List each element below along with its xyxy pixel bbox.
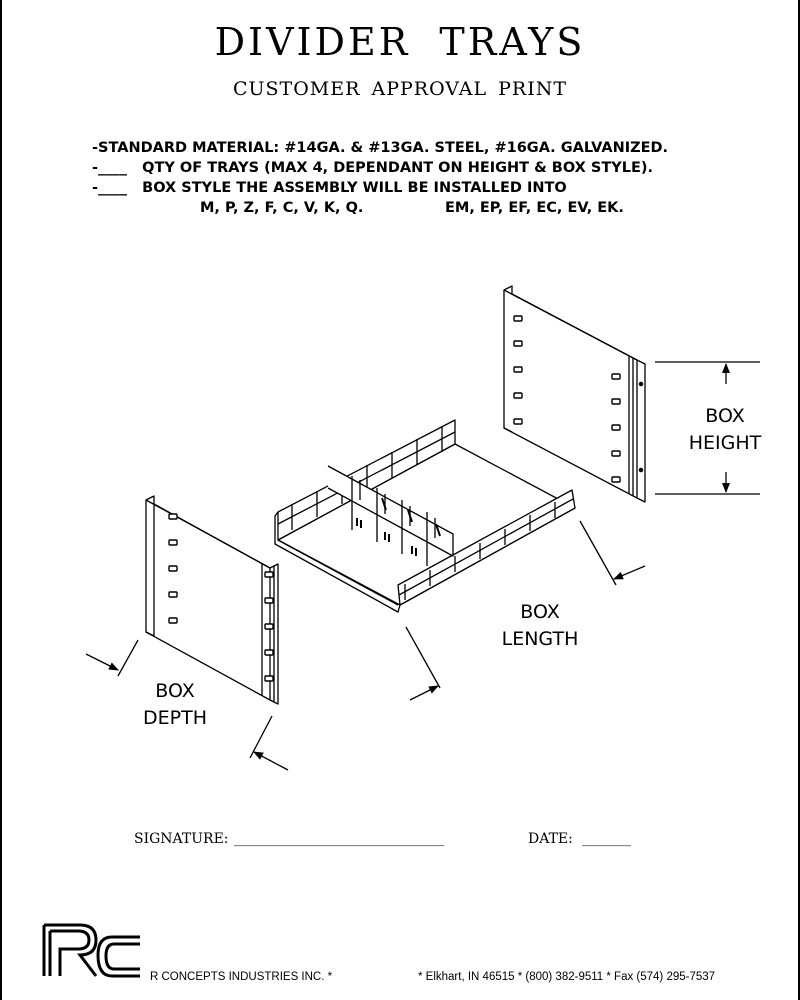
footer-contact: * Elkhart, IN 46515 * (800) 382-9511 * F…: [418, 971, 716, 983]
spec-styles-extended: EM, EP, EF, EC, EV, EK.: [445, 200, 624, 216]
page-title: DIVIDER TRAYS: [214, 20, 586, 64]
label-box-depth: BOX DEPTH: [143, 680, 207, 729]
label-box-height: BOX HEIGHT: [688, 405, 762, 454]
dimension-box-length: [405, 520, 646, 701]
right-end-panel: [503, 285, 646, 503]
signature-line[interactable]: ______________________________: [234, 831, 444, 847]
dimension-box-height: [655, 361, 760, 495]
divider-tray: [274, 419, 576, 613]
dimension-box-depth: [85, 639, 289, 771]
footer-company: R CONCEPTS INDUSTRIES INC. *: [150, 971, 333, 983]
date-line[interactable]: _______: [582, 831, 631, 847]
page-subtitle: CUSTOMER APPROVAL PRINT: [232, 78, 568, 100]
spec-box-style: -____ BOX STYLE THE ASSEMBLY WILL BE INS…: [92, 180, 567, 196]
left-end-panel: [145, 495, 279, 705]
spec-styles-standard: M, P, Z, F, C, V, K, Q.: [200, 200, 364, 216]
date-label: DATE:: [528, 831, 573, 847]
rc-logo: [42, 923, 140, 978]
signature-label: SIGNATURE:: [134, 831, 229, 847]
label-box-length: BOX LENGTH: [501, 601, 579, 650]
spec-material: -STANDARD MATERIAL: #14GA. & #13GA. STEE…: [92, 140, 669, 156]
spec-qty: -____ QTY OF TRAYS (MAX 4, DEPENDANT ON …: [92, 160, 653, 176]
